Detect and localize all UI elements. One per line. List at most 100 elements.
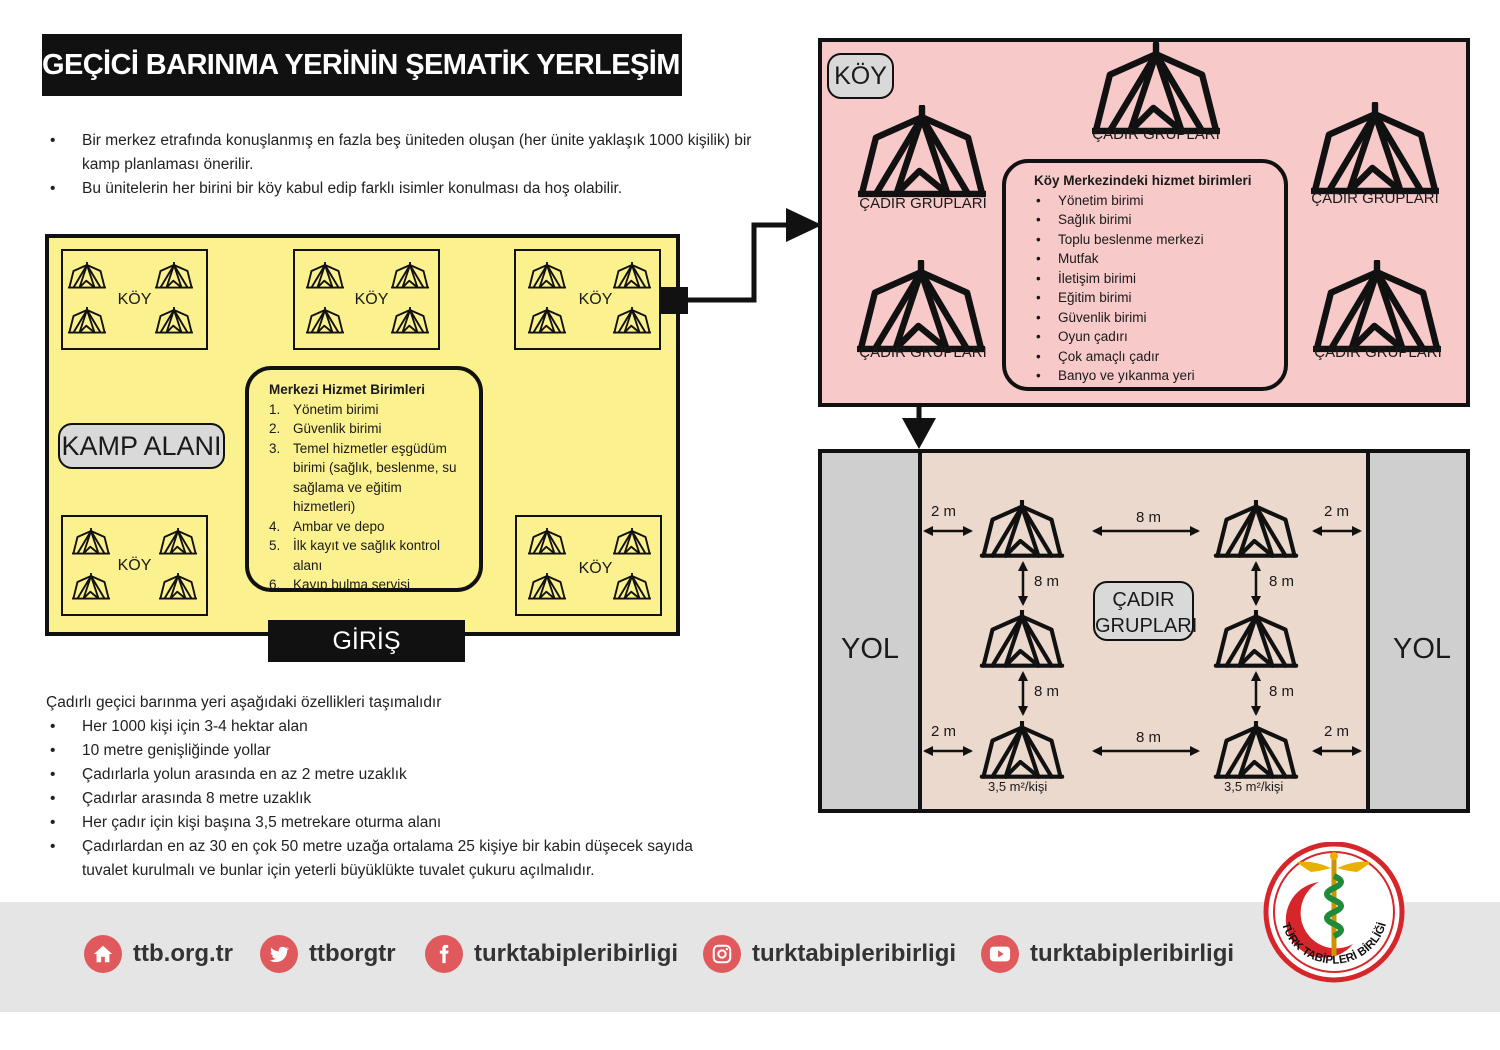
- requirement-item: Her 1000 kişi için 3-4 hektar alan: [46, 715, 736, 739]
- requirement-item: Çadırlardan en az 30 en çok 50 metre uza…: [46, 835, 736, 883]
- village-label: KÖY: [578, 560, 613, 577]
- twitter-link[interactable]: ttborgtr: [260, 934, 396, 974]
- item-text: Yönetim birimi: [293, 401, 379, 417]
- requirement-item: Her çadır için kişi başına 3,5 metrekare…: [46, 811, 736, 835]
- tent-group-label: ÇADIR GRUPLARI: [859, 195, 987, 212]
- footer: ttb.org.tr ttborgtr turktabipleribirligi…: [0, 902, 1500, 1012]
- village-box: KÖY: [61, 515, 208, 616]
- page-title: GEÇİCİ BARINMA YERİNİN ŞEMATİK YERLEŞİM …: [42, 34, 774, 96]
- tent-icon: [977, 721, 1067, 780]
- distance-label: 8 m: [1269, 573, 1295, 590]
- instagram-text: turktabipleribirligi: [752, 940, 957, 967]
- arrow-line-to-koy: [688, 222, 788, 303]
- entrance-label: GİRİŞ: [268, 620, 465, 662]
- intro-item: Bir merkez etrafında konuşlanmış en fazl…: [46, 129, 786, 177]
- distance-label: 2 m: [931, 723, 957, 740]
- road-right: YOL: [1366, 453, 1466, 809]
- list-item: Banyo ve yıkanma yeri: [1034, 366, 1284, 386]
- youtube-link[interactable]: turktabipleribirligi: [981, 934, 1234, 974]
- website-link[interactable]: ttb.org.tr: [84, 934, 233, 974]
- distance-label: 8 m: [1034, 683, 1060, 700]
- item-text: İlk kayıt ve sağlık kontrol alanı: [293, 538, 441, 573]
- road-left: YOL: [822, 453, 922, 809]
- tent-groups-label-line: ÇADIR: [1112, 589, 1175, 611]
- list-item: 5. İlk kayıt ve sağlık kontrol alanı: [269, 536, 465, 575]
- road-label: YOL: [1392, 633, 1452, 665]
- tent-group-label: ÇADIR GRUPLARI: [859, 344, 987, 361]
- intro-list: Bir merkez etrafında konuşlanmış en fazl…: [46, 129, 786, 201]
- list-item: Çok amaçlı çadır: [1034, 347, 1284, 367]
- tent-group-label: ÇADIR GRUPLARI: [1314, 344, 1442, 361]
- requirement-item: Çadırlar arasında 8 metre uzaklık: [46, 787, 736, 811]
- village-box: KÖY: [293, 249, 440, 350]
- tent-group-label: ÇADIR GRUPLARI: [1092, 126, 1220, 143]
- village-box: KÖY: [515, 515, 662, 616]
- list-item: Yönetim birimi: [1034, 191, 1284, 211]
- village-box: KÖY: [514, 249, 661, 350]
- twitter-icon: [260, 935, 298, 973]
- list-item: Sağlık birimi: [1034, 210, 1284, 230]
- village-label: KÖY: [578, 291, 613, 308]
- list-item: 3. Temel hizmetler eşgüdüm birimi (sağlık…: [269, 439, 465, 517]
- requirements-list: Her 1000 kişi için 3-4 hektar alan 10 me…: [46, 715, 736, 883]
- village-label: KÖY: [117, 291, 152, 308]
- instagram-link[interactable]: turktabipleribirligi: [703, 934, 956, 974]
- tent-group-icon: [1313, 260, 1441, 356]
- tent-group-label: ÇADIR GRUPLARI: [1311, 190, 1439, 207]
- list-item: 2. Güvenlik birimi: [269, 419, 465, 439]
- arrowhead-down: [902, 418, 936, 449]
- tent-icon: [1211, 500, 1301, 559]
- distance-label: 8 m: [1034, 573, 1060, 590]
- distance-label: 2 m: [931, 503, 957, 520]
- distance-label: 2 m: [1324, 723, 1350, 740]
- requirements-heading: Çadırlı geçici barınma yeri aşağıdaki öz…: [46, 694, 442, 711]
- village-label: KÖY: [354, 291, 389, 308]
- connector-square: [661, 287, 688, 314]
- item-number: 5.: [269, 538, 281, 553]
- arrowhead-right: [786, 208, 822, 242]
- youtube-icon: [981, 935, 1019, 973]
- village-panel: KÖY ÇADIR GRUPLARI ÇADIR GRUPLARI ÇADIR …: [818, 38, 1470, 407]
- list-item: 6. Kayıp bulma servisi: [269, 575, 465, 595]
- distance-arrows: [923, 526, 1362, 756]
- facebook-link[interactable]: turktabipleribirligi: [425, 934, 678, 974]
- list-item: 1.Yönetim birimi: [269, 400, 465, 420]
- youtube-text: turktabipleribirligi: [1030, 940, 1235, 967]
- village-center-title: Köy Merkezindeki hizmet birimleri: [1034, 173, 1252, 188]
- tent-group-icon: [857, 260, 985, 356]
- home-icon: [84, 935, 122, 973]
- item-text: Kayıp bulma servisi: [293, 577, 411, 592]
- tent-group-icon: [1092, 42, 1220, 138]
- requirement-item: Çadırlarla yolun arasında en az 2 metre …: [46, 763, 736, 787]
- list-item: Güvenlik birimi: [1034, 308, 1284, 328]
- tent-groups-label-line: GRUPLARI: [1095, 615, 1198, 637]
- central-services-list: 1.Yönetim birimi 2. Güvenlik birimi 3. Tem…: [269, 400, 479, 595]
- item-text: Güvenlik birimi: [293, 421, 382, 436]
- item-number: 4.: [269, 518, 281, 534]
- tent-icon: [977, 500, 1067, 559]
- item-number: 6.: [269, 577, 281, 592]
- distance-label: 8 m: [1136, 509, 1162, 526]
- tent-group-icon: [1311, 102, 1439, 198]
- list-item: 4.Ambar ve depo: [269, 517, 465, 537]
- facebook-text: turktabipleribirligi: [474, 940, 679, 967]
- list-item: Toplu beslenme merkezi: [1034, 230, 1284, 250]
- tent-layout-panel: YOL YOL 2 m 8 m 2 m 8 m 8 m 8 m 8: [818, 449, 1470, 813]
- camp-area-label: KAMP ALANI: [58, 423, 225, 469]
- village-center-list: Yönetim birimi Sağlık birimi Toplu besle…: [1034, 191, 1284, 386]
- item-number: 3.: [269, 440, 281, 456]
- item-text: Temel hizmetler eşgüdüm birimi (sağlık, …: [293, 440, 457, 515]
- list-item: Oyun çadırı: [1034, 327, 1284, 347]
- village-center-box: Köy Merkezindeki hizmet birimleri Yöneti…: [1002, 159, 1288, 391]
- instagram-icon: [703, 935, 741, 973]
- list-item: Eğitim birimi: [1034, 288, 1284, 308]
- tent-icon: [977, 610, 1067, 669]
- intro-item: Bu ünitelerin her birini bir köy kabul e…: [46, 177, 786, 201]
- village-box: KÖY: [61, 249, 208, 350]
- central-services-title: Merkezi Hizmet Birimleri: [269, 382, 426, 397]
- website-text: ttb.org.tr: [133, 940, 233, 967]
- item-number: 2.: [269, 421, 281, 436]
- facebook-icon: [425, 935, 463, 973]
- list-item: Mutfak: [1034, 249, 1284, 269]
- tent-group-icon: [858, 105, 986, 201]
